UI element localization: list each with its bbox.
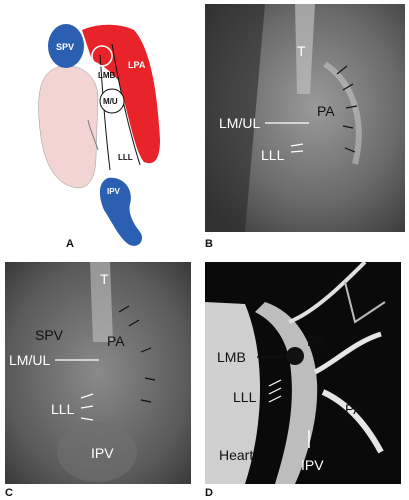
mu-circle [99, 88, 125, 114]
label-lmul: LM/UL [219, 115, 260, 131]
label-lmb: LMB [98, 71, 116, 80]
label-spv: SPV [56, 42, 74, 52]
panel-c-image: T SPV PA LM/UL LLL IPV [5, 262, 191, 484]
ipv-shape [99, 177, 143, 246]
panel-b-letter: B [205, 238, 213, 250]
label-lll: LLL [51, 401, 75, 417]
label-spv: SPV [35, 327, 64, 343]
label-pa-low: PA [345, 401, 363, 417]
heart-shape [38, 65, 99, 189]
bronchus-line-mid [87, 119, 99, 151]
label-lll: LLL [118, 153, 133, 162]
label-t: T [297, 43, 306, 59]
panel-d-letter: D [205, 487, 213, 499]
label-ipv: IPV [107, 187, 121, 196]
label-t: T [100, 271, 109, 287]
panel-b-image: T PA LM/UL LLL [205, 4, 405, 232]
lpa-shape [82, 24, 160, 164]
lmb-circle [91, 45, 113, 67]
label-lll: LLL [233, 389, 257, 405]
label-pa: PA [317, 103, 335, 119]
panel-c-letter: C [5, 487, 13, 499]
label-pa-top: PA [307, 333, 325, 349]
label-lpa: LPA [128, 60, 146, 70]
label-lmul: LM/UL [9, 352, 50, 368]
label-lll: LLL [261, 147, 285, 163]
label-ipv: IPV [91, 445, 114, 461]
label-heart: Heart [219, 447, 253, 463]
label-mu: M/U [103, 97, 118, 106]
label-lmb: LMB [217, 349, 246, 365]
spv-shape [48, 24, 84, 68]
panel-d-image: PA LMB LLL PA Heart IPV [205, 262, 401, 484]
label-pa: PA [107, 333, 125, 349]
label-ipv: IPV [301, 457, 324, 473]
panel-a-letter: A [66, 238, 74, 250]
